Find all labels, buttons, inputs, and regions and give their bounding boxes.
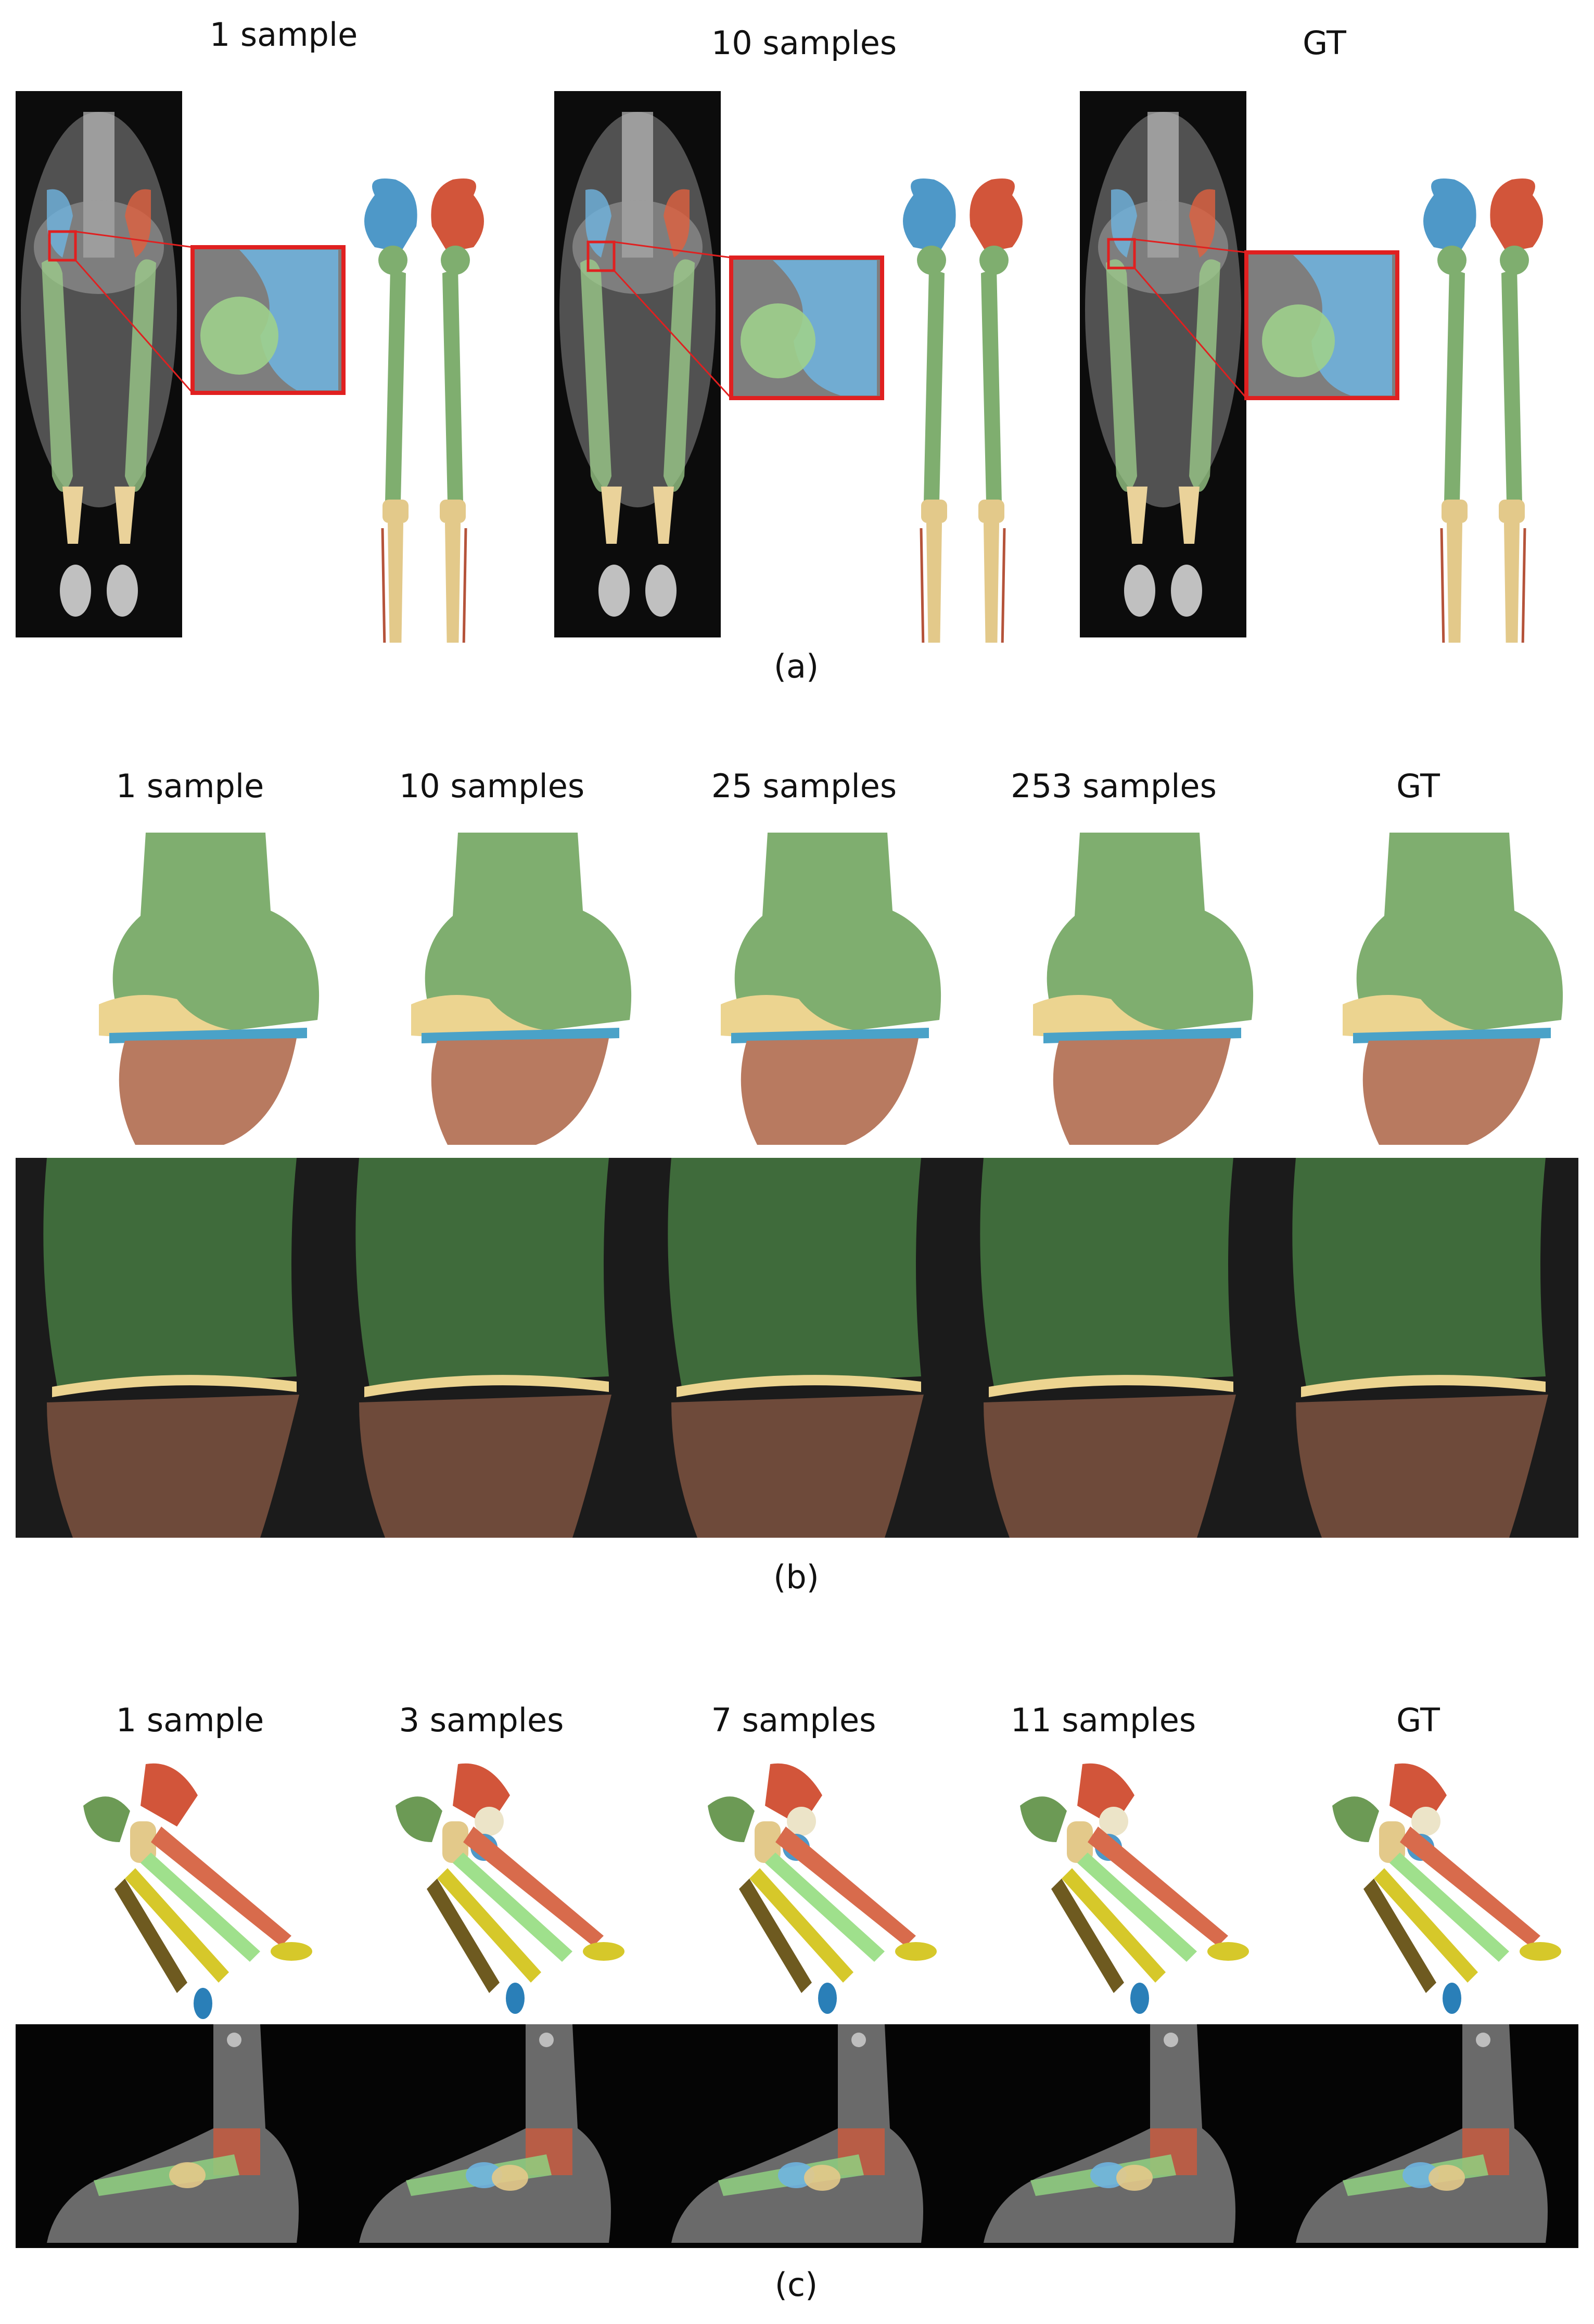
foot-mri-slices (16, 2024, 1578, 2248)
knee-3d-renders (99, 833, 1563, 1145)
panel-b-title-2: 10 samples (399, 767, 585, 805)
ct-with-zoom-and-skeleton (554, 91, 1023, 643)
foot-3d-renders (83, 1763, 1561, 2019)
panel-b-title-1: 1 sample (116, 767, 264, 805)
panel-b-title-4: 253 samples (1011, 767, 1217, 805)
panel-b-title-3: 25 samples (711, 767, 897, 805)
panel-c-title-5: GT (1396, 1701, 1440, 1739)
panel-b-mri-strip (16, 1158, 1578, 1538)
panel-a-title-2: 10 samples (711, 24, 897, 62)
panel-a-group-2 (554, 91, 1033, 643)
panel-a-title-1: 1 sample (209, 16, 358, 54)
panel-a-group-1 (16, 91, 494, 643)
panel-a-title-3: GT (1303, 24, 1346, 62)
panel-c-title-4: 11 samples (1010, 1701, 1196, 1739)
panel-c-foot-renders (0, 1754, 1594, 2035)
panel-c-caption: (c) (774, 2266, 818, 2304)
panel-b-caption: (b) (773, 1558, 819, 1596)
panel-a-group-3 (1080, 91, 1559, 643)
ct-with-zoom-and-skeleton (16, 91, 484, 643)
panel-c-title-3: 7 samples (711, 1701, 876, 1739)
panel-c-mri-strip (16, 2024, 1578, 2248)
panel-c-title-1: 1 sample (116, 1701, 264, 1739)
panel-c-title-2: 3 samples (399, 1701, 564, 1739)
knee-mri-slices (16, 1158, 1578, 1538)
panel-b-knee-renders (0, 822, 1594, 1155)
ct-with-zoom-and-skeleton (1080, 91, 1543, 643)
panel-a-caption: (a) (773, 647, 819, 685)
panel-b-title-5: GT (1396, 767, 1440, 805)
